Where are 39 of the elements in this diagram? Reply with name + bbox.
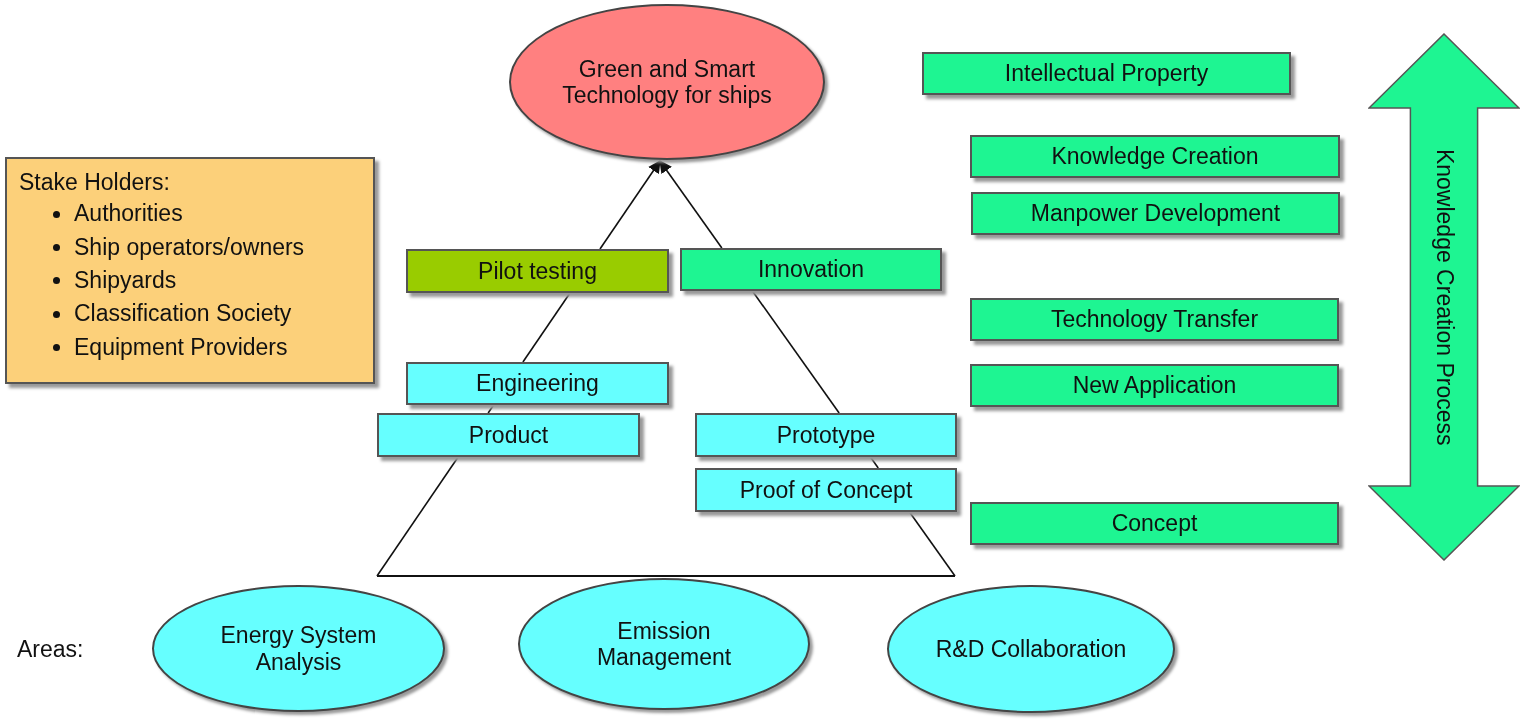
list-item: Ship operators/owners — [74, 232, 305, 262]
node-label: Intellectual Property — [1003, 60, 1210, 87]
row-label: Areas: — [17, 636, 84, 663]
arrow — [659, 159, 723, 249]
stakeholder-box — [5, 157, 375, 384]
node-label: New Application — [1071, 372, 1238, 399]
node-label: Prototype — [775, 421, 877, 449]
node-label: Green and Smart Technology for ships — [561, 55, 773, 109]
node-label: Technology Transfer — [1049, 306, 1260, 333]
stage-box — [970, 135, 1340, 178]
node-label: Engineering — [475, 370, 600, 397]
list-item: Authorities — [74, 199, 183, 229]
stage-box — [922, 52, 1291, 95]
stage-box — [377, 413, 640, 457]
node-label: Emission Management — [595, 617, 733, 671]
node-label: Concept — [1110, 510, 1199, 537]
stage-box — [695, 413, 957, 457]
node-label: Energy System Analysis — [219, 622, 378, 675]
node-label: Manpower Development — [1029, 200, 1282, 227]
list-item: Equipment Providers — [74, 332, 288, 362]
stage-box — [695, 468, 957, 512]
node-label: Pilot testing — [477, 257, 598, 285]
arrow — [599, 159, 661, 250]
stage-box — [970, 502, 1339, 545]
list-item: Classification Society — [74, 299, 292, 329]
node-label: Knowledge Creation — [1050, 143, 1260, 170]
stage-box — [406, 249, 669, 293]
list-item: Shipyards — [74, 266, 177, 296]
stage-box — [680, 248, 942, 291]
arrow-label: Knowledge Creation Process — [1430, 148, 1458, 446]
stage-box — [971, 192, 1340, 235]
box-heading: Stake Holders: — [19, 169, 171, 196]
node-label: Product — [467, 421, 550, 449]
node-label: Innovation — [756, 256, 866, 283]
node-label: R&D Collaboration — [934, 635, 1128, 663]
stage-box — [406, 362, 669, 405]
node-label: Proof of Concept — [738, 476, 914, 504]
stage-box — [970, 364, 1339, 407]
stage-box — [970, 298, 1339, 341]
